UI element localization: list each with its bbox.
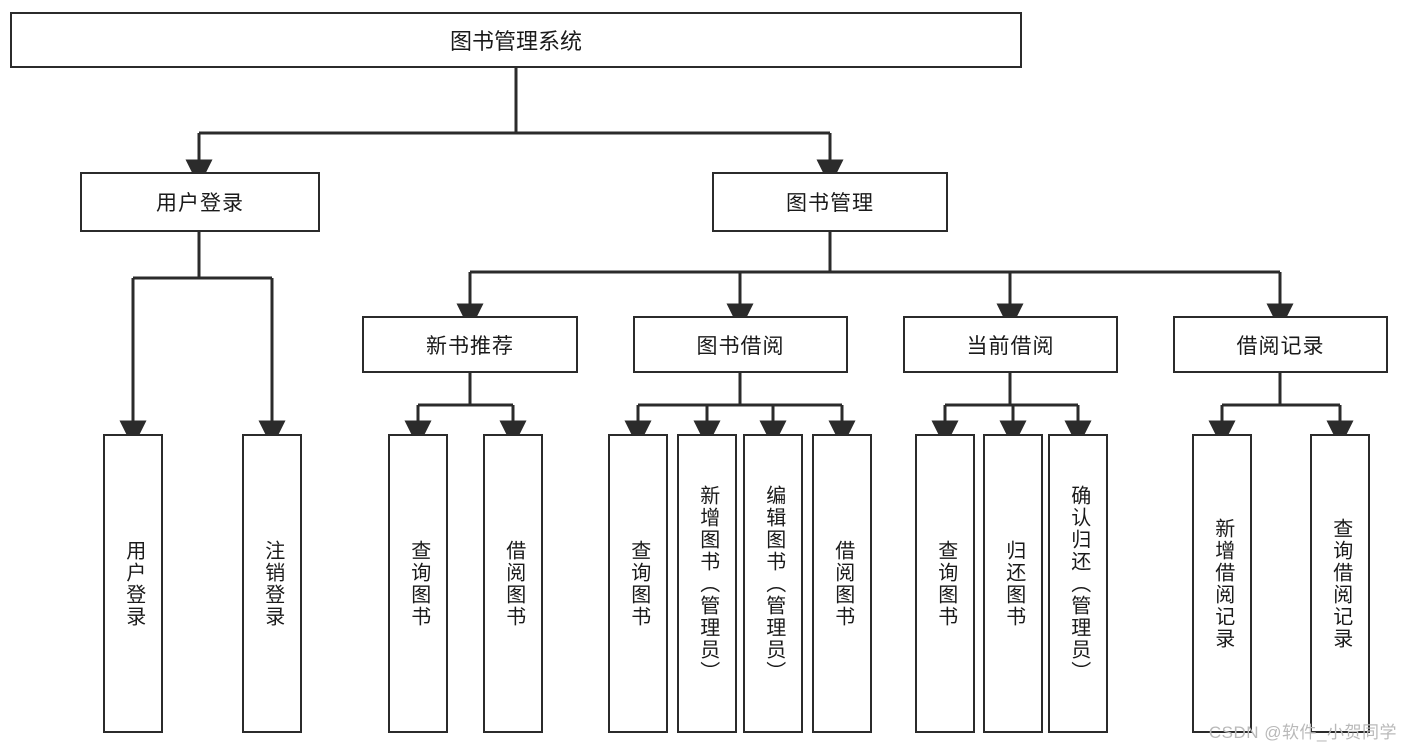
leaf-user-login[interactable]: 用户登录 <box>103 434 163 733</box>
leaf-query-borrow-record[interactable]: 查询借阅记录 <box>1310 434 1370 733</box>
leaf-edit-book-admin[interactable]: 编辑图书（管理员） <box>743 434 803 733</box>
leaf-query-book-current[interactable]: 查询图书 <box>915 434 975 733</box>
leaf-label: 新增借阅记录 <box>1211 517 1234 650</box>
leaf-label: 注销登录 <box>261 539 284 628</box>
leaf-add-borrow-record[interactable]: 新增借阅记录 <box>1192 434 1252 733</box>
leaf-label: 查询借阅记录 <box>1329 517 1352 650</box>
node-book-borrow-label: 图书借阅 <box>696 334 785 358</box>
leaf-query-book-recommend[interactable]: 查询图书 <box>388 434 448 733</box>
leaf-label: 查询图书 <box>934 539 957 628</box>
node-book-borrow[interactable]: 图书借阅 <box>633 316 848 373</box>
node-borrow-record[interactable]: 借阅记录 <box>1173 316 1388 373</box>
node-current-borrow-label: 当前借阅 <box>966 334 1055 358</box>
node-current-borrow[interactable]: 当前借阅 <box>903 316 1118 373</box>
leaf-label: 编辑图书（管理员） <box>762 484 785 683</box>
leaf-confirm-return-admin[interactable]: 确认归还（管理员） <box>1048 434 1108 733</box>
leaf-label: 借阅图书 <box>831 539 854 628</box>
node-root-label: 图书管理系统 <box>449 29 582 54</box>
leaf-add-book-admin[interactable]: 新增图书（管理员） <box>677 434 737 733</box>
leaf-borrow-book-recommend[interactable]: 借阅图书 <box>483 434 543 733</box>
leaf-label: 归还图书 <box>1002 539 1025 628</box>
leaf-borrow-book[interactable]: 借阅图书 <box>812 434 872 733</box>
leaf-return-book[interactable]: 归还图书 <box>983 434 1043 733</box>
leaf-label: 借阅图书 <box>502 539 525 628</box>
leaf-logout[interactable]: 注销登录 <box>242 434 302 733</box>
node-book-management[interactable]: 图书管理 <box>712 172 948 232</box>
leaf-label: 查询图书 <box>627 539 650 628</box>
leaf-query-book-borrow[interactable]: 查询图书 <box>608 434 668 733</box>
watermark: CSDN @软件_小贺同学 <box>1208 723 1397 742</box>
leaf-label: 用户登录 <box>122 539 145 628</box>
node-book-management-label: 图书管理 <box>786 192 874 215</box>
node-root[interactable]: 图书管理系统 <box>10 12 1022 68</box>
node-user-login-label: 用户登录 <box>156 192 244 215</box>
leaf-label: 新增图书（管理员） <box>696 484 719 683</box>
node-user-login[interactable]: 用户登录 <box>80 172 320 232</box>
node-new-book-recommend-label: 新书推荐 <box>426 334 514 358</box>
node-borrow-record-label: 借阅记录 <box>1236 334 1325 358</box>
leaf-label: 确认归还（管理员） <box>1067 484 1090 683</box>
node-new-book-recommend[interactable]: 新书推荐 <box>362 316 578 373</box>
leaf-label: 查询图书 <box>407 539 430 628</box>
